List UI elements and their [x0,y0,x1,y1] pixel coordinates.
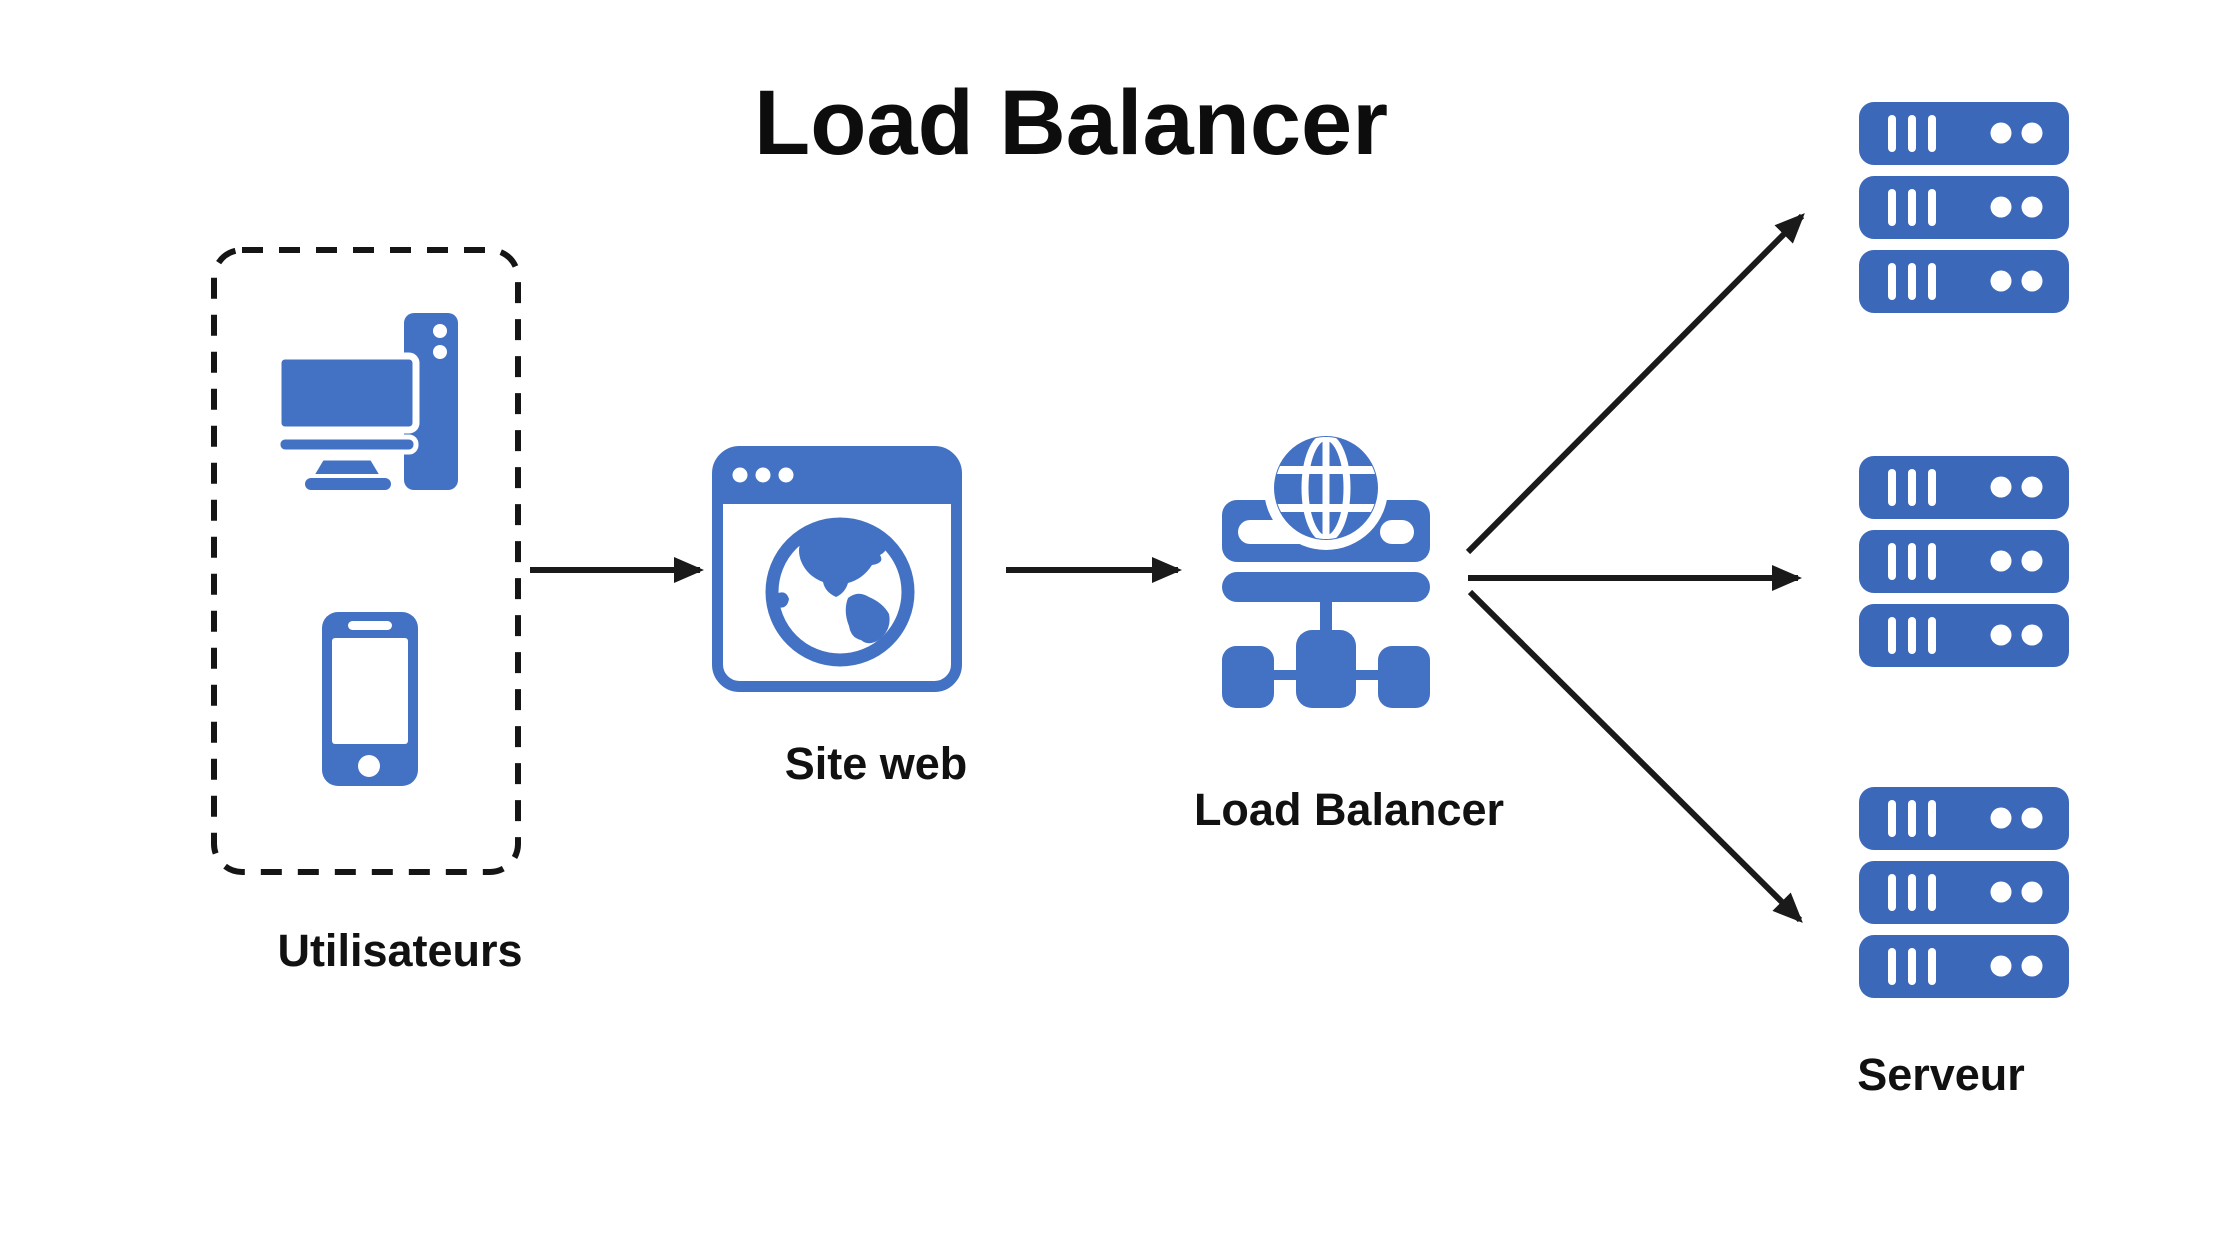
arrow-loadbalancer-to-server-top [1465,213,1805,555]
users-label: Utilisateurs [277,925,523,976]
users-group-box [211,247,521,875]
server-label: Serveur [1857,1049,2025,1100]
server-unit [1859,604,2069,667]
server-unit [1859,861,2069,924]
page-title: Load Balancer [754,72,1388,174]
browser-globe-icon [712,446,962,692]
server-unit [1859,530,2069,593]
desktop-computer-icon [274,313,458,494]
website-label: Site web [784,738,968,789]
server-stack-middle [1858,455,2070,677]
arrow-loadbalancer-to-server-bottom [1467,589,1803,923]
smartphone-icon [322,612,418,786]
server-stack-top [1858,101,2070,323]
server-unit [1859,935,2069,998]
server-unit [1859,102,2069,165]
load-balancer-label: Load Balancer [1193,784,1505,835]
server-unit [1859,787,2069,850]
server-stack-bottom [1858,786,2070,1008]
load-balancer-icon [1222,430,1430,708]
server-unit [1859,456,2069,519]
server-unit [1859,176,2069,239]
server-unit [1859,250,2069,313]
